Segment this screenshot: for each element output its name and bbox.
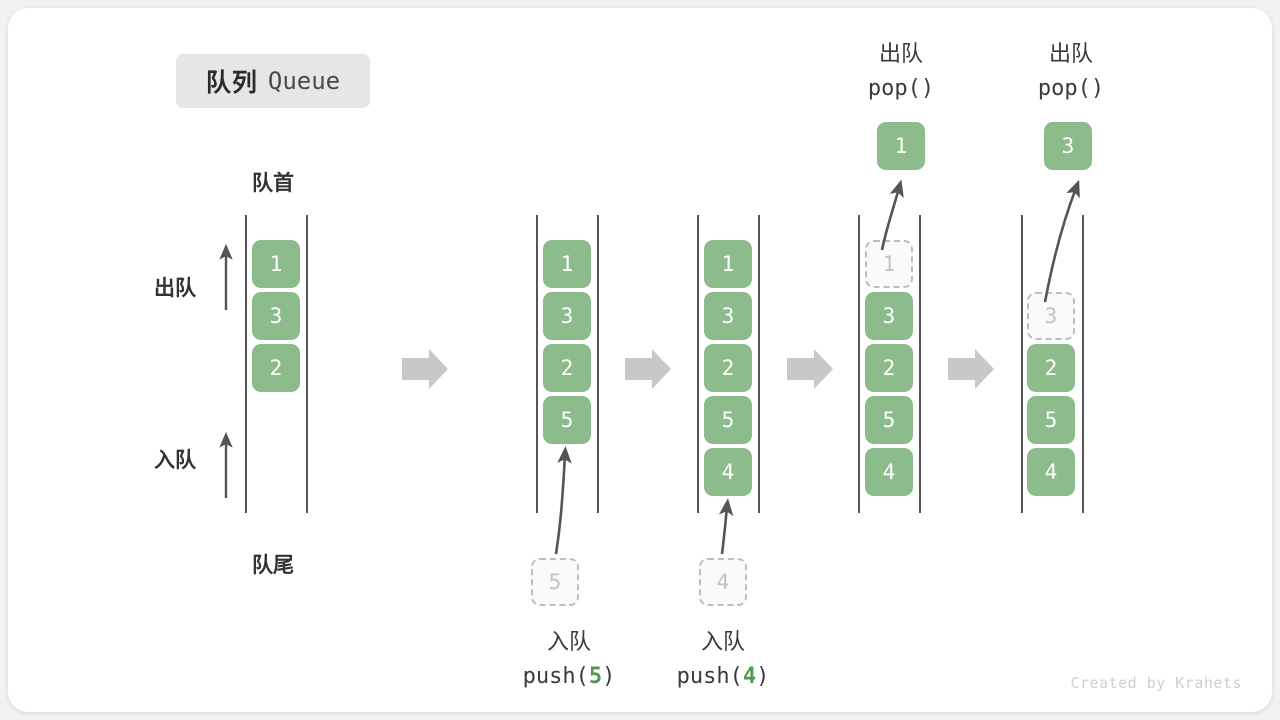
rail-right — [1082, 215, 1084, 513]
pop-3-extract-arrow — [1043, 179, 1080, 303]
queue-head-label: 队首 — [252, 171, 294, 195]
rail-left — [697, 215, 699, 513]
queue-element-new: 4 — [704, 448, 752, 496]
queue-element: 1 — [252, 240, 300, 288]
caption-line-code: push(5) — [522, 664, 616, 690]
step-arrow-2 — [625, 349, 671, 389]
watermark: Created by Krahets — [1070, 674, 1242, 692]
ghost-element: 3 — [1027, 292, 1075, 340]
rail-right — [597, 215, 599, 513]
queue-element: 3 — [543, 292, 591, 340]
step-arrow-4 — [948, 349, 994, 389]
rail-right — [758, 215, 760, 513]
rail-right — [919, 215, 921, 513]
caption-line-code: pop() — [1037, 76, 1105, 102]
queue-element: 1 — [543, 240, 591, 288]
queue-element: 3 — [704, 292, 752, 340]
queue-element: 5 — [704, 396, 752, 444]
caption-line-code: pop() — [867, 76, 935, 102]
diagram-card: 队列 Queue 队首 队尾 出队 入队 1 3 2 1 3 2 5 5 入队 — [8, 8, 1272, 712]
queue-element-new: 5 — [543, 396, 591, 444]
title-english: Queue — [267, 67, 341, 95]
title-badge: 队列 Queue — [176, 54, 370, 108]
queue-element: 2 — [252, 344, 300, 392]
caption-line-cn: 出队 — [878, 42, 923, 67]
caption-pop-3: 出队 pop() — [981, 38, 1161, 106]
popped-element: 1 — [877, 122, 925, 170]
caption-line-code: push(4) — [676, 664, 770, 690]
queue-element: 2 — [704, 344, 752, 392]
queue-element: 1 — [704, 240, 752, 288]
step-arrow-3 — [787, 349, 833, 389]
queue-element: 2 — [543, 344, 591, 392]
caption-push-4: 入队 push(4) — [623, 626, 823, 694]
rail-right — [306, 215, 308, 513]
rail-left — [858, 215, 860, 513]
queue-element: 3 — [252, 292, 300, 340]
rail-left — [536, 215, 538, 513]
queue-element: 5 — [865, 396, 913, 444]
caption-pop-1: 出队 pop() — [811, 38, 991, 106]
rail-left — [245, 215, 247, 513]
queue-tail-label: 队尾 — [252, 553, 294, 577]
push-5-insert-arrow — [554, 446, 572, 555]
caption-line-cn: 出队 — [1048, 42, 1093, 67]
queue-element: 2 — [1027, 344, 1075, 392]
title-chinese: 队列 — [205, 68, 258, 97]
queue-element: 4 — [1027, 448, 1075, 496]
caption-line-cn: 入队 — [700, 630, 745, 655]
popped-element: 3 — [1044, 122, 1092, 170]
enqueue-direction-label: 入队 — [154, 448, 196, 472]
ghost-element: 5 — [531, 558, 579, 606]
caption-push-5: 入队 push(5) — [454, 626, 684, 694]
queue-element: 5 — [1027, 396, 1075, 444]
caption-line-cn: 入队 — [546, 630, 591, 655]
queue-element: 4 — [865, 448, 913, 496]
queue-element: 2 — [865, 344, 913, 392]
ghost-element: 1 — [865, 240, 913, 288]
step-arrow-1 — [402, 349, 448, 389]
push-4-insert-arrow — [718, 498, 734, 555]
rail-left — [1021, 215, 1023, 513]
queue-element: 3 — [865, 292, 913, 340]
ghost-element: 4 — [699, 558, 747, 606]
dequeue-direction-label: 出队 — [154, 276, 196, 300]
